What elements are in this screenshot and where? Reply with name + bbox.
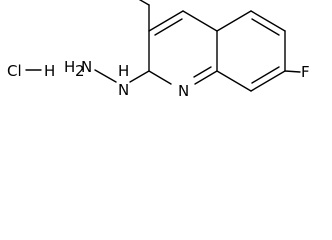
ring-bond-c8-c8a: [216, 70, 252, 92]
ring-bond-c3-c4-double: [154, 18, 183, 36]
hydrazine-nh-hydrogen: H: [118, 62, 129, 80]
ring-bond-c8a-n1: [194, 70, 218, 85]
svg-text:H: H: [64, 58, 75, 76]
ring-bond-c5-c6-double: [251, 18, 280, 36]
c-f-bond: [284, 70, 301, 73]
ring-nitrogen-label: N: [178, 82, 189, 100]
n-n-bond: [94, 69, 117, 83]
n-c2-bond: [129, 70, 150, 83]
ring-bond-c4-c4a: [182, 10, 218, 32]
ring-bond-n1-c2: [148, 70, 172, 85]
chlorine-label: Cl: [7, 62, 22, 80]
ring-bond-c8a-n1-double: [193, 66, 212, 78]
svg-text:N: N: [81, 58, 92, 76]
hydrazine-nh-nitrogen: N: [118, 81, 129, 99]
chemical-structure: Cl H H 2 N H N N F: [7, 0, 310, 100]
ring-bond-c7-c8: [250, 70, 286, 92]
svg-text:2: 2: [75, 62, 85, 80]
ring-bond-c5-c6: [250, 10, 286, 32]
hydrochloride-hydrogen-label: H: [44, 62, 55, 80]
ethyl-bond-2: [138, 0, 150, 6]
ring-bond-c3-c4: [148, 10, 184, 32]
hydrazine-terminal-nh2: H 2 N: [64, 58, 92, 80]
ring-bond-c4a-c5: [216, 10, 252, 32]
fluorine-label: F: [301, 63, 310, 81]
ring-bond-c7-c8-double: [251, 66, 280, 84]
